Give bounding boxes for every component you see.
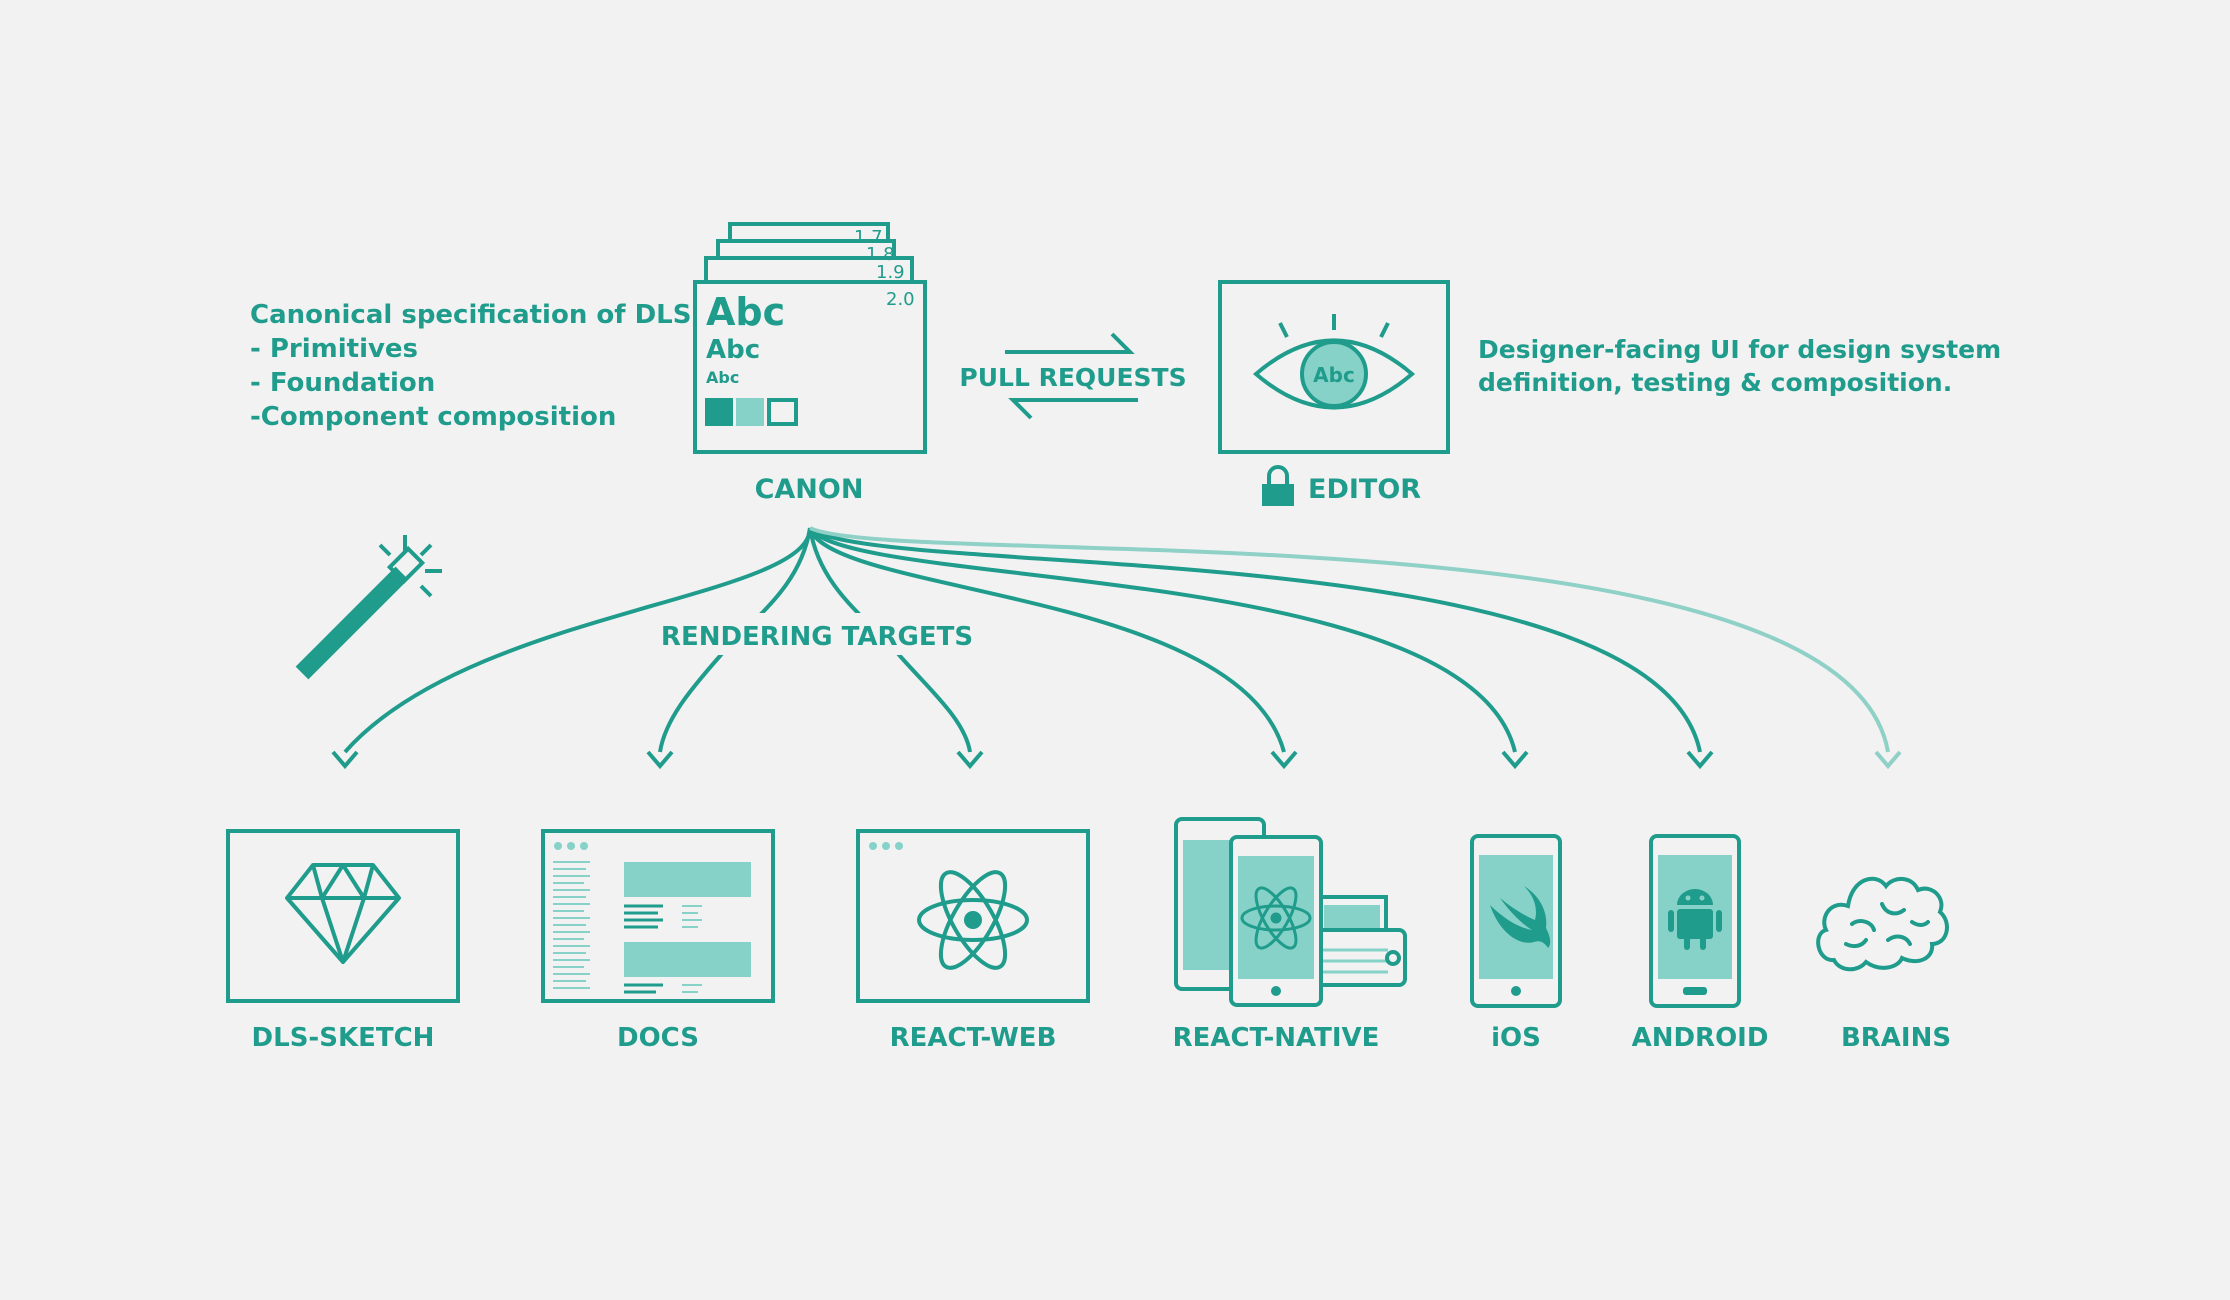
android-phone-icon	[1649, 834, 1741, 1008]
version-label: 1.7	[854, 227, 883, 248]
canon-description: Canonical specification of DLS: - Primit…	[250, 300, 702, 432]
curve-react-native	[808, 527, 1286, 753]
eye-text: Abc	[1313, 363, 1355, 387]
docs-window-icon	[553, 842, 751, 994]
sample-text-large: Abc	[706, 290, 785, 334]
editor-description-line: Designer-facing UI for design system	[1478, 335, 2001, 364]
rendering-label-backdrop	[660, 613, 970, 655]
sample-text-medium: Abc	[706, 335, 760, 365]
pull-requests-label: PULL REQUESTS	[959, 363, 1186, 392]
arrowhead	[331, 750, 359, 770]
target-dls-sketch: DLS-SKETCH	[226, 829, 460, 1053]
editor-label: EDITOR	[1308, 474, 1421, 505]
canon-label: CANON	[755, 474, 864, 505]
canon-description-line: - Foundation	[250, 368, 435, 398]
target-label: REACT-NATIVE	[1173, 1023, 1380, 1053]
curve-react-web	[808, 527, 972, 753]
target-react-web: REACT-WEB	[856, 829, 1090, 1053]
brain-icon	[1816, 876, 1949, 972]
version-label: 2.0	[886, 289, 915, 310]
canon-description-line: -Component composition	[250, 402, 616, 432]
sample-text-small: Abc	[706, 368, 739, 387]
eye-icon	[1252, 314, 1416, 410]
target-ios: iOS	[1470, 834, 1562, 1053]
android-robot-icon	[1668, 889, 1722, 950]
curve-brains	[809, 526, 1890, 753]
rendering-curves	[343, 526, 1890, 754]
target-label: BRAINS	[1841, 1023, 1951, 1053]
curve-arrowheads	[331, 750, 1902, 770]
curve-ios	[808, 526, 1517, 753]
sketch-diamond-icon	[285, 863, 401, 964]
arrowhead	[1686, 750, 1714, 770]
target-docs: DOCS	[541, 829, 775, 1053]
react-atom-icon	[917, 870, 1029, 970]
target-label: ANDROID	[1632, 1023, 1769, 1053]
arrowhead	[1270, 750, 1298, 770]
arrowhead	[1874, 750, 1902, 770]
swift-phone-icon	[1470, 834, 1562, 1008]
curve-dls-sketch	[343, 527, 812, 754]
target-label: DLS-SKETCH	[252, 1023, 435, 1053]
document-stack-icon	[693, 222, 927, 454]
rendering-targets-label: RENDERING TARGETS	[661, 622, 973, 652]
target-android: ANDROID	[1632, 834, 1769, 1053]
target-label: REACT-WEB	[890, 1023, 1057, 1053]
version-label: 1.8	[866, 244, 895, 265]
target-label: DOCS	[617, 1023, 699, 1053]
editor-description-line: definition, testing & composition.	[1478, 368, 1952, 397]
canon-description-line: Canonical specification of DLS:	[250, 300, 702, 330]
arrowhead	[956, 750, 984, 770]
target-react-native: REACT-NATIVE	[1173, 817, 1407, 1053]
curve-android	[808, 526, 1702, 753]
lock-icon	[1262, 465, 1294, 506]
swap-arrows-icon	[1005, 332, 1138, 420]
editor-description: Designer-facing UI for design system def…	[1478, 335, 2001, 397]
version-label: 1.9	[876, 262, 905, 283]
target-brains: BRAINS	[1816, 876, 1951, 1053]
swift-bird-icon	[1490, 886, 1551, 948]
canon-description-line: - Primitives	[250, 334, 418, 364]
arrowhead	[1501, 750, 1529, 770]
arrowhead	[646, 750, 674, 770]
magic-wand-icon	[295, 535, 442, 680]
editor-window: Abc	[1218, 280, 1450, 454]
devices-react-icon	[1174, 817, 1407, 1007]
curve-docs	[658, 527, 812, 753]
target-label: iOS	[1491, 1023, 1541, 1053]
